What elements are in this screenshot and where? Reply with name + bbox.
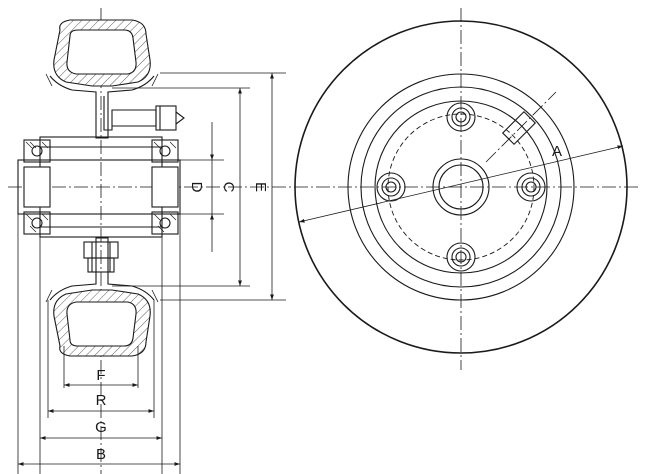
dim-label-E: E: [252, 182, 269, 192]
bearing-right: [151, 139, 179, 235]
dim-label-A: A: [552, 143, 562, 160]
dim-label-D: D: [188, 182, 205, 193]
grease-nipple: [103, 96, 185, 131]
bearing-left: [23, 139, 51, 235]
dim-label-C: C: [220, 182, 237, 193]
tyre-bottom-section: [45, 237, 159, 357]
hub-section: [17, 136, 181, 238]
front-view: A: [294, 8, 628, 370]
dimension-F: F: [63, 367, 138, 387]
tyre-top-section: [45, 19, 159, 139]
dimension-R: R: [48, 392, 154, 413]
dimension-A: A: [298, 143, 624, 223]
dimension-E: E: [252, 73, 274, 300]
dimension-G: G: [40, 419, 162, 440]
section-view: [8, 8, 640, 474]
dimension-B: B: [18, 446, 180, 466]
dimension-D: D: [188, 122, 214, 252]
grease-slot: [485, 91, 557, 163]
dim-label-F: F: [96, 367, 105, 384]
bolt-bottom: [446, 242, 476, 272]
dim-label-R: R: [96, 392, 107, 409]
dim-label-G: G: [95, 419, 107, 436]
dim-label-B: B: [96, 446, 106, 463]
bolt-top: [446, 102, 476, 132]
bolt-nut: [83, 241, 119, 273]
tyre-outer-circle: [294, 20, 628, 354]
dimension-C: C: [220, 88, 242, 286]
